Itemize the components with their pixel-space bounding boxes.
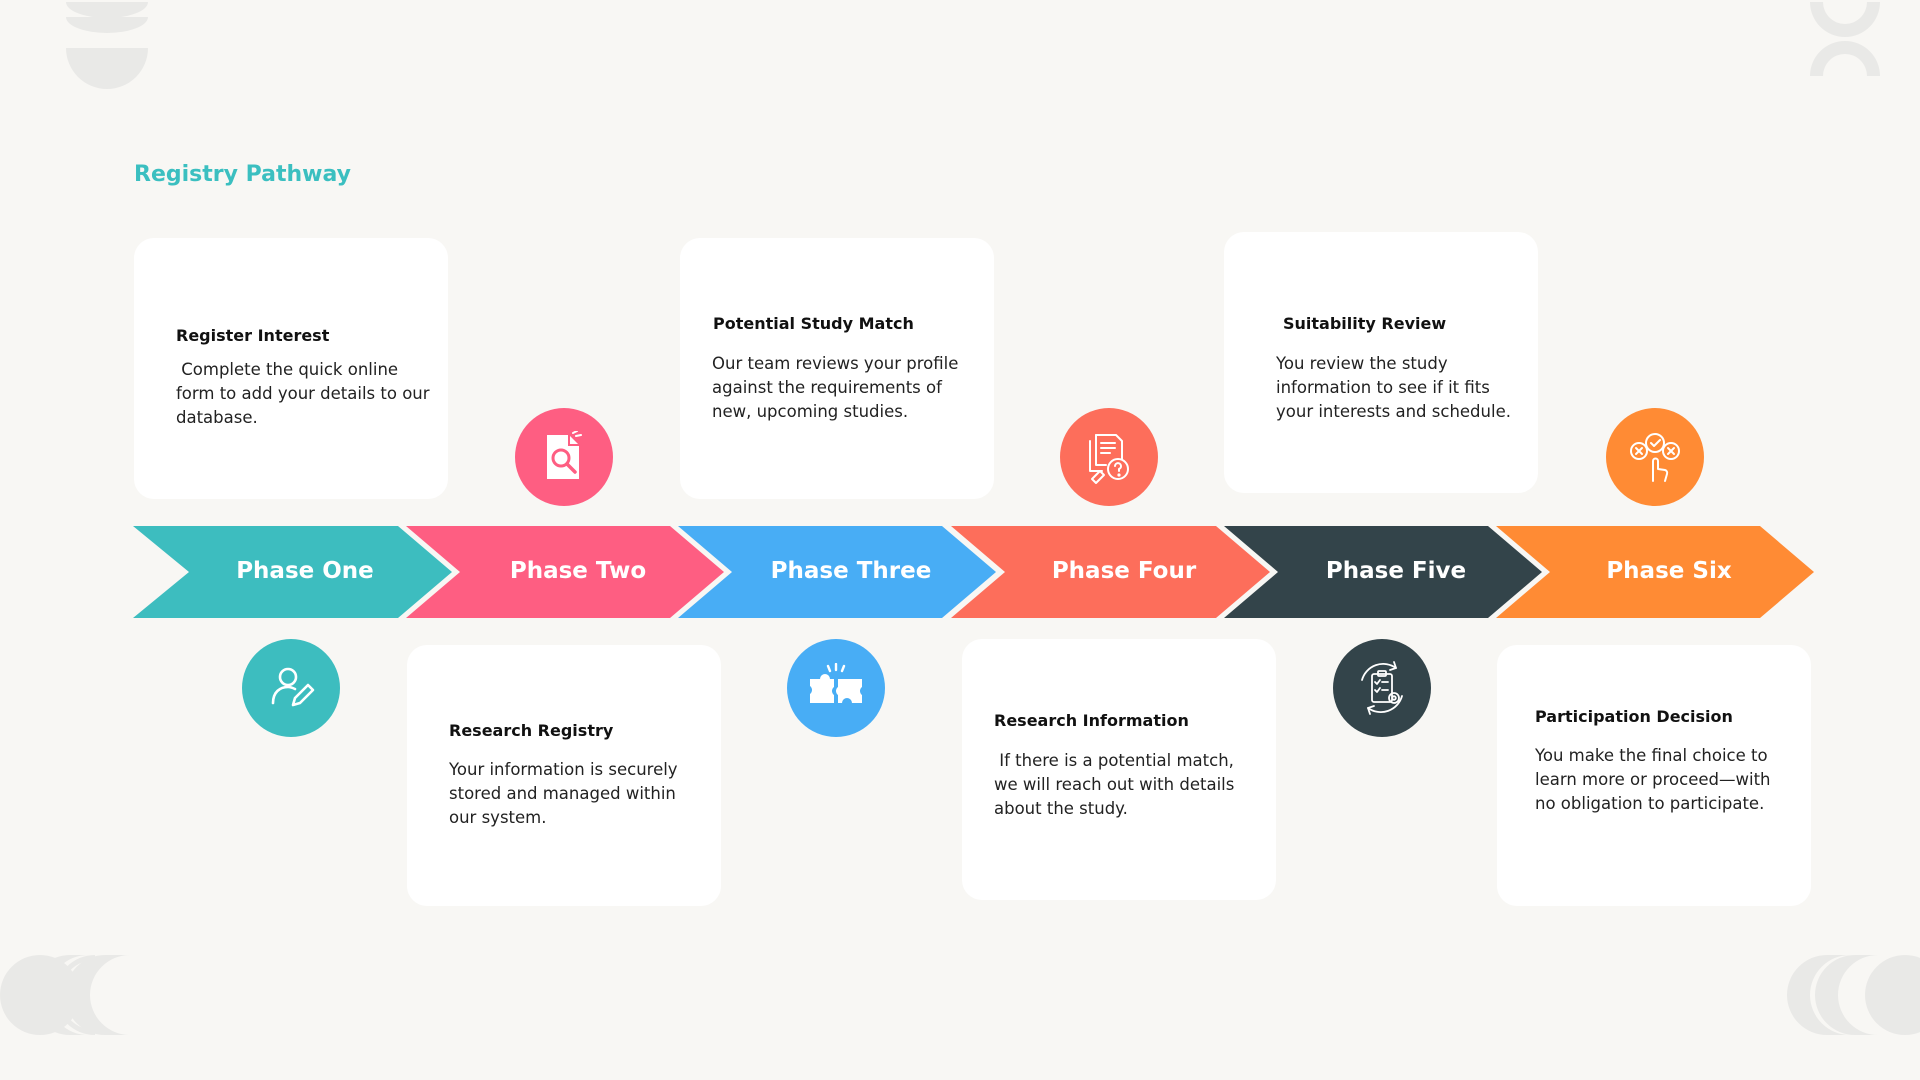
phase-three-card: Potential Study Match Our team reviews y… bbox=[680, 238, 994, 499]
card-text: You review the study information to see … bbox=[1276, 354, 1511, 421]
decor-top-right bbox=[1810, 2, 1880, 76]
phase-label-one: Phase One bbox=[236, 558, 374, 584]
page-title: Registry Pathway bbox=[134, 162, 352, 187]
decor-bottom-right bbox=[1787, 955, 1920, 1035]
phase-two-chevron bbox=[406, 526, 724, 618]
card-title: Research Registry bbox=[449, 721, 614, 740]
card-text: Complete the quick online form to add yo… bbox=[176, 360, 435, 427]
phase-label-four: Phase Four bbox=[1051, 558, 1197, 584]
user-edit-icon bbox=[242, 639, 340, 737]
card-title: Research Information bbox=[994, 711, 1189, 730]
card-title: Potential Study Match bbox=[713, 314, 914, 333]
card-text: Our team reviews your profile against th… bbox=[712, 354, 964, 421]
phase-label-three: Phase Three bbox=[770, 558, 932, 584]
phase-six-card: Participation Decision You make the fina… bbox=[1497, 645, 1811, 906]
phase-two-card: Research Registry Your information is se… bbox=[407, 645, 721, 906]
card-title: Register Interest bbox=[176, 326, 330, 345]
checklist-cycle-icon bbox=[1333, 639, 1431, 737]
puzzle-icon bbox=[787, 639, 885, 737]
phase-six-chevron bbox=[1496, 526, 1814, 618]
card-title: Suitability Review bbox=[1283, 314, 1447, 333]
decor-top-left bbox=[66, 2, 148, 89]
phase-five-chevron bbox=[1224, 526, 1542, 618]
decor-bottom-left bbox=[0, 955, 130, 1035]
phase-four-card: Research Information If there is a poten… bbox=[962, 639, 1276, 900]
phase-label-two: Phase Two bbox=[509, 558, 647, 584]
phase-one-chevron bbox=[133, 526, 452, 618]
card-text: If there is a potential match, we will r… bbox=[994, 751, 1240, 818]
phase-one-card: Register Interest Complete the quick onl… bbox=[134, 238, 448, 499]
document-search-icon bbox=[515, 408, 613, 506]
phase-label-five: Phase Five bbox=[1325, 558, 1467, 584]
phase-three-chevron bbox=[678, 526, 996, 618]
phase-four-chevron bbox=[951, 526, 1270, 618]
card-title: Participation Decision bbox=[1535, 707, 1733, 726]
card-text: Your information is securely stored and … bbox=[449, 760, 683, 827]
document-question-icon bbox=[1060, 408, 1158, 506]
phase-label-six: Phase Six bbox=[1606, 558, 1732, 584]
decision-choice-icon bbox=[1606, 408, 1704, 506]
card-text: You make the final choice to learn more … bbox=[1535, 746, 1776, 813]
phase-five-card: Suitability Review You review the study … bbox=[1224, 232, 1538, 493]
